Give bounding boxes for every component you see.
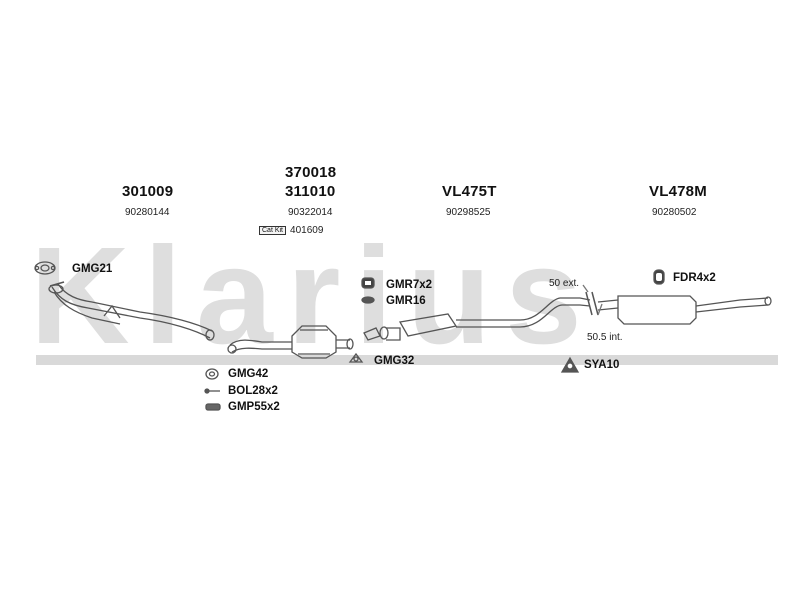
part-number-vl478m: VL478M <box>649 183 707 200</box>
gasket-gmg21 <box>34 261 56 275</box>
oe-number-vl478m: 90280502 <box>652 207 697 218</box>
watermark-underline <box>36 355 778 365</box>
rear-silencer <box>597 295 772 325</box>
part-number-311010: 311010 <box>285 183 336 200</box>
clamp-gmr7 <box>361 277 375 289</box>
oe-number-311010: 90322014 <box>288 207 333 218</box>
part-number-vl475t: VL475T <box>442 183 497 200</box>
label-bol28: BOL28x2 <box>228 385 278 397</box>
joint-marks <box>585 291 599 316</box>
gasket-gmg32 <box>348 352 364 363</box>
label-gmr7: GMR7x2 <box>386 279 433 291</box>
label-gmr16: GMR16 <box>386 295 426 307</box>
oe-number-301009: 90280144 <box>125 207 170 218</box>
cat-kit-number: 401609 <box>290 225 324 236</box>
label-gmg21: GMG21 <box>72 263 113 275</box>
dimension-ext: 50 ext. <box>549 278 580 289</box>
hanger-fdr4 <box>653 269 665 285</box>
cat-kit-row: Cat Kit 401609 <box>259 225 323 236</box>
dimension-int: 50.5 int. <box>587 332 623 343</box>
label-gmp55: GMP55x2 <box>228 401 280 413</box>
label-gmg42: GMG42 <box>228 368 269 380</box>
catalytic-converter <box>291 325 354 359</box>
spring-gmp55 <box>205 403 221 411</box>
clamp-gmr16 <box>361 296 375 304</box>
label-gmg32: GMG32 <box>374 355 415 367</box>
label-sya10: SYA10 <box>584 359 620 371</box>
part-number-370018: 370018 <box>285 164 337 181</box>
label-fdr4: FDR4x2 <box>673 272 716 284</box>
watermark-text: Klarius <box>30 219 596 373</box>
bolt-bol28 <box>204 388 220 394</box>
gasket-gmg42 <box>205 368 219 380</box>
oe-number-vl475t: 90298525 <box>446 207 491 218</box>
mount-sya10 <box>560 356 580 373</box>
cat-kit-badge: Cat Kit <box>259 226 287 235</box>
front-pipe <box>48 281 215 341</box>
centre-silencer <box>363 297 591 341</box>
part-number-301009: 301009 <box>122 183 174 200</box>
intermediate-pipe <box>227 339 292 354</box>
